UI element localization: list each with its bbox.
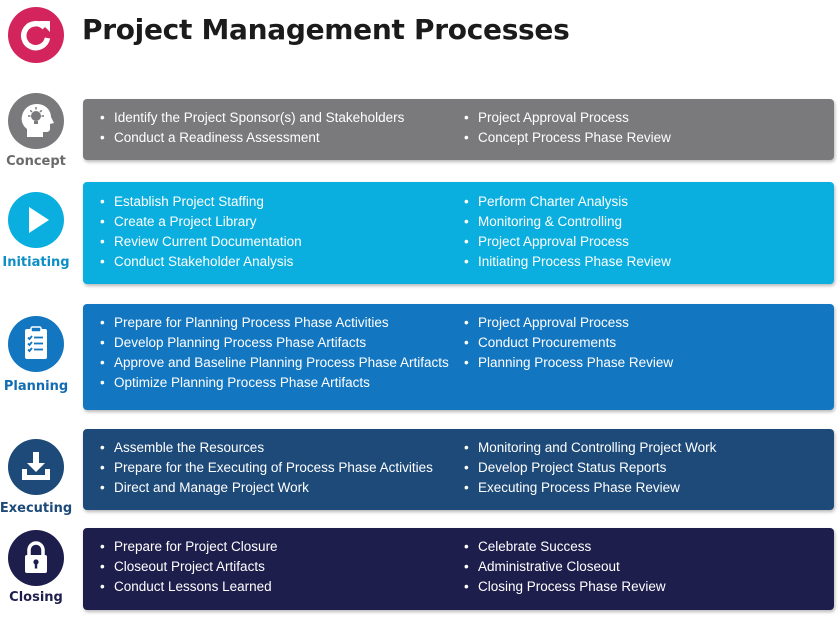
- phase-panel-planning: Prepare for Planning Process Phase Activ…: [83, 304, 834, 410]
- list-item: Direct and Manage Project Work: [96, 478, 433, 498]
- list-item: Executing Process Phase Review: [460, 478, 716, 498]
- list-item: Identify the Project Sponsor(s) and Stak…: [96, 108, 404, 128]
- list-item: Project Approval Process: [460, 232, 671, 252]
- download-tray-icon: [8, 439, 64, 495]
- planning-left-list: Prepare for Planning Process Phase Activ…: [96, 313, 449, 393]
- phase-panel-concept: Identify the Project Sponsor(s) and Stak…: [83, 99, 834, 160]
- list-item: Assemble the Resources: [96, 438, 433, 458]
- phase-label-concept: Concept: [6, 154, 66, 169]
- phase-label-planning: Planning: [3, 379, 69, 394]
- list-item: Conduct Lessons Learned: [96, 577, 278, 597]
- list-item: Project Approval Process: [460, 313, 673, 333]
- phase-panel-closing: Prepare for Project Closure Closeout Pro…: [83, 528, 834, 610]
- list-item: Perform Charter Analysis: [460, 192, 671, 212]
- list-item: Conduct a Readiness Assessment: [96, 128, 404, 148]
- list-item: Optimize Planning Process Phase Artifact…: [96, 373, 449, 393]
- list-item: Prepare for Planning Process Phase Activ…: [96, 313, 449, 333]
- phase-panel-executing: Assemble the Resources Prepare for the E…: [83, 429, 834, 510]
- list-item: Initiating Process Phase Review: [460, 252, 671, 272]
- list-item: Conduct Stakeholder Analysis: [96, 252, 302, 272]
- list-item: Review Current Documentation: [96, 232, 302, 252]
- concept-left-list: Identify the Project Sponsor(s) and Stak…: [96, 108, 404, 148]
- list-item: Create a Project Library: [96, 212, 302, 232]
- list-item: Develop Planning Process Phase Artifacts: [96, 333, 449, 353]
- phase-label-executing: Executing: [0, 501, 73, 516]
- list-item: Closeout Project Artifacts: [96, 557, 278, 577]
- list-item: Celebrate Success: [460, 537, 666, 557]
- phase-panel-initiating: Establish Project Staffing Create a Proj…: [83, 182, 834, 284]
- logo-circle: [8, 7, 64, 63]
- closing-right-list: Celebrate Success Administrative Closeou…: [460, 537, 666, 597]
- list-item: Prepare for Project Closure: [96, 537, 278, 557]
- phase-label-initiating: Initiating: [2, 255, 70, 270]
- padlock-icon: [8, 530, 64, 586]
- planning-right-list: Project Approval Process Conduct Procure…: [460, 313, 673, 373]
- list-item: Develop Project Status Reports: [460, 458, 716, 478]
- phase-label-closing: Closing: [9, 590, 63, 605]
- list-item: Conduct Procurements: [460, 333, 673, 353]
- list-item: Monitoring and Controlling Project Work: [460, 438, 716, 458]
- closing-left-list: Prepare for Project Closure Closeout Pro…: [96, 537, 278, 597]
- refresh-arrow-icon: [8, 7, 64, 63]
- list-item: Monitoring & Controlling: [460, 212, 671, 232]
- list-item: Planning Process Phase Review: [460, 353, 673, 373]
- executing-right-list: Monitoring and Controlling Project Work …: [460, 438, 716, 498]
- list-item: Prepare for the Executing of Process Pha…: [96, 458, 433, 478]
- initiating-right-list: Perform Charter Analysis Monitoring & Co…: [460, 192, 671, 272]
- list-item: Closing Process Phase Review: [460, 577, 666, 597]
- page-title: Project Management Processes: [82, 13, 570, 46]
- play-icon: [8, 192, 64, 248]
- list-item: Administrative Closeout: [460, 557, 666, 577]
- list-item: Approve and Baseline Planning Process Ph…: [96, 353, 449, 373]
- concept-right-list: Project Approval Process Concept Process…: [460, 108, 671, 148]
- list-item: Project Approval Process: [460, 108, 671, 128]
- executing-left-list: Assemble the Resources Prepare for the E…: [96, 438, 433, 498]
- initiating-left-list: Establish Project Staffing Create a Proj…: [96, 192, 302, 272]
- list-item: Concept Process Phase Review: [460, 128, 671, 148]
- clipboard-checklist-icon: [8, 316, 64, 372]
- list-item: Establish Project Staffing: [96, 192, 302, 212]
- head-lightbulb-icon: [8, 93, 64, 149]
